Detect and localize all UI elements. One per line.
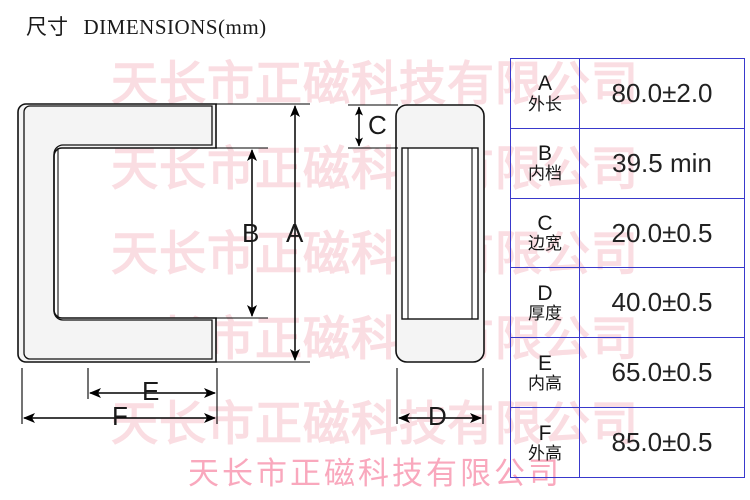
side-view-core xyxy=(395,104,485,363)
dimensions-table: A 外长 80.0±2.0 B 内档 39.5 min C xyxy=(510,58,745,478)
side-view-d-extension-lines xyxy=(396,368,484,424)
symbol-name-cn: 厚度 xyxy=(528,304,562,323)
front-view-bottom-extension-lines xyxy=(21,368,218,424)
dimension-value: 40.0±0.5 xyxy=(611,287,713,318)
table-cell-value: 20.0±0.5 xyxy=(579,197,745,269)
page-title-cn: 尺寸 xyxy=(26,15,68,39)
table-cell-symbol: C 边宽 xyxy=(510,197,580,269)
table-cell-symbol: B 内档 xyxy=(510,127,580,199)
symbol-letter: E xyxy=(537,351,552,375)
page-title: 尺寸 DIMENSIONS(mm) xyxy=(26,11,267,41)
core-lamination-line xyxy=(23,105,213,360)
symbol-name-cn: 边宽 xyxy=(528,234,562,254)
symbol-letter: A xyxy=(537,72,552,96)
symbol-letter: F xyxy=(538,421,552,445)
dimension-value: 20.0±0.5 xyxy=(611,217,713,248)
table-cell-symbol: A 外长 xyxy=(510,58,580,129)
table-row: A 外长 80.0±2.0 xyxy=(510,58,745,129)
symbol-name-cn: 内高 xyxy=(528,373,562,393)
dimension-label-D: D xyxy=(428,401,447,431)
core-outer-profile xyxy=(17,103,217,363)
dimension-label-B: B xyxy=(242,218,260,248)
table-cell-symbol: D 厚度 xyxy=(510,267,580,339)
symbol-letter: D xyxy=(537,281,553,305)
table-row: C 边宽 20.0±0.5 xyxy=(510,197,745,269)
side-view-c-extension-lines xyxy=(348,104,398,149)
table-cell-value: 80.0±2.0 xyxy=(579,58,745,129)
table-cell-symbol: F 外高 xyxy=(510,407,580,478)
side-view-window xyxy=(401,147,479,320)
dimension-value: 65.0±0.5 xyxy=(611,357,713,388)
symbol-name-cn: 外长 xyxy=(528,94,562,114)
symbol-name-cn: 外高 xyxy=(528,443,562,463)
dimension-value: 39.5 min xyxy=(612,147,712,178)
table-row: B 内档 39.5 min xyxy=(510,127,745,199)
table-cell-value: 85.0±0.5 xyxy=(579,407,745,478)
table-row: F 外高 85.0±0.5 xyxy=(510,407,745,478)
table-cell-value: 40.0±0.5 xyxy=(579,267,745,339)
symbol-name-cn: 内档 xyxy=(528,164,562,184)
dimension-value: 80.0±2.0 xyxy=(611,77,713,108)
table-cell-value: 39.5 min xyxy=(579,127,745,199)
dimension-value: 85.0±0.5 xyxy=(611,427,713,458)
page-title-en: DIMENSIONS(mm) xyxy=(83,15,267,39)
dimension-label-A: A xyxy=(286,218,304,248)
front-view-core xyxy=(17,103,217,363)
symbol-letter: B xyxy=(537,142,552,166)
table-row: E 内高 65.0±0.5 xyxy=(510,337,745,409)
table-cell-symbol: E 内高 xyxy=(510,337,580,409)
dimension-label-F: F xyxy=(112,401,128,431)
table-cell-value: 65.0±0.5 xyxy=(579,337,745,409)
front-view-extension-lines xyxy=(216,103,310,363)
dimension-label-C: C xyxy=(368,110,387,140)
symbol-letter: C xyxy=(537,212,553,236)
table-row: D 厚度 40.0±0.5 xyxy=(510,267,745,339)
dimension-label-E: E xyxy=(142,376,160,406)
